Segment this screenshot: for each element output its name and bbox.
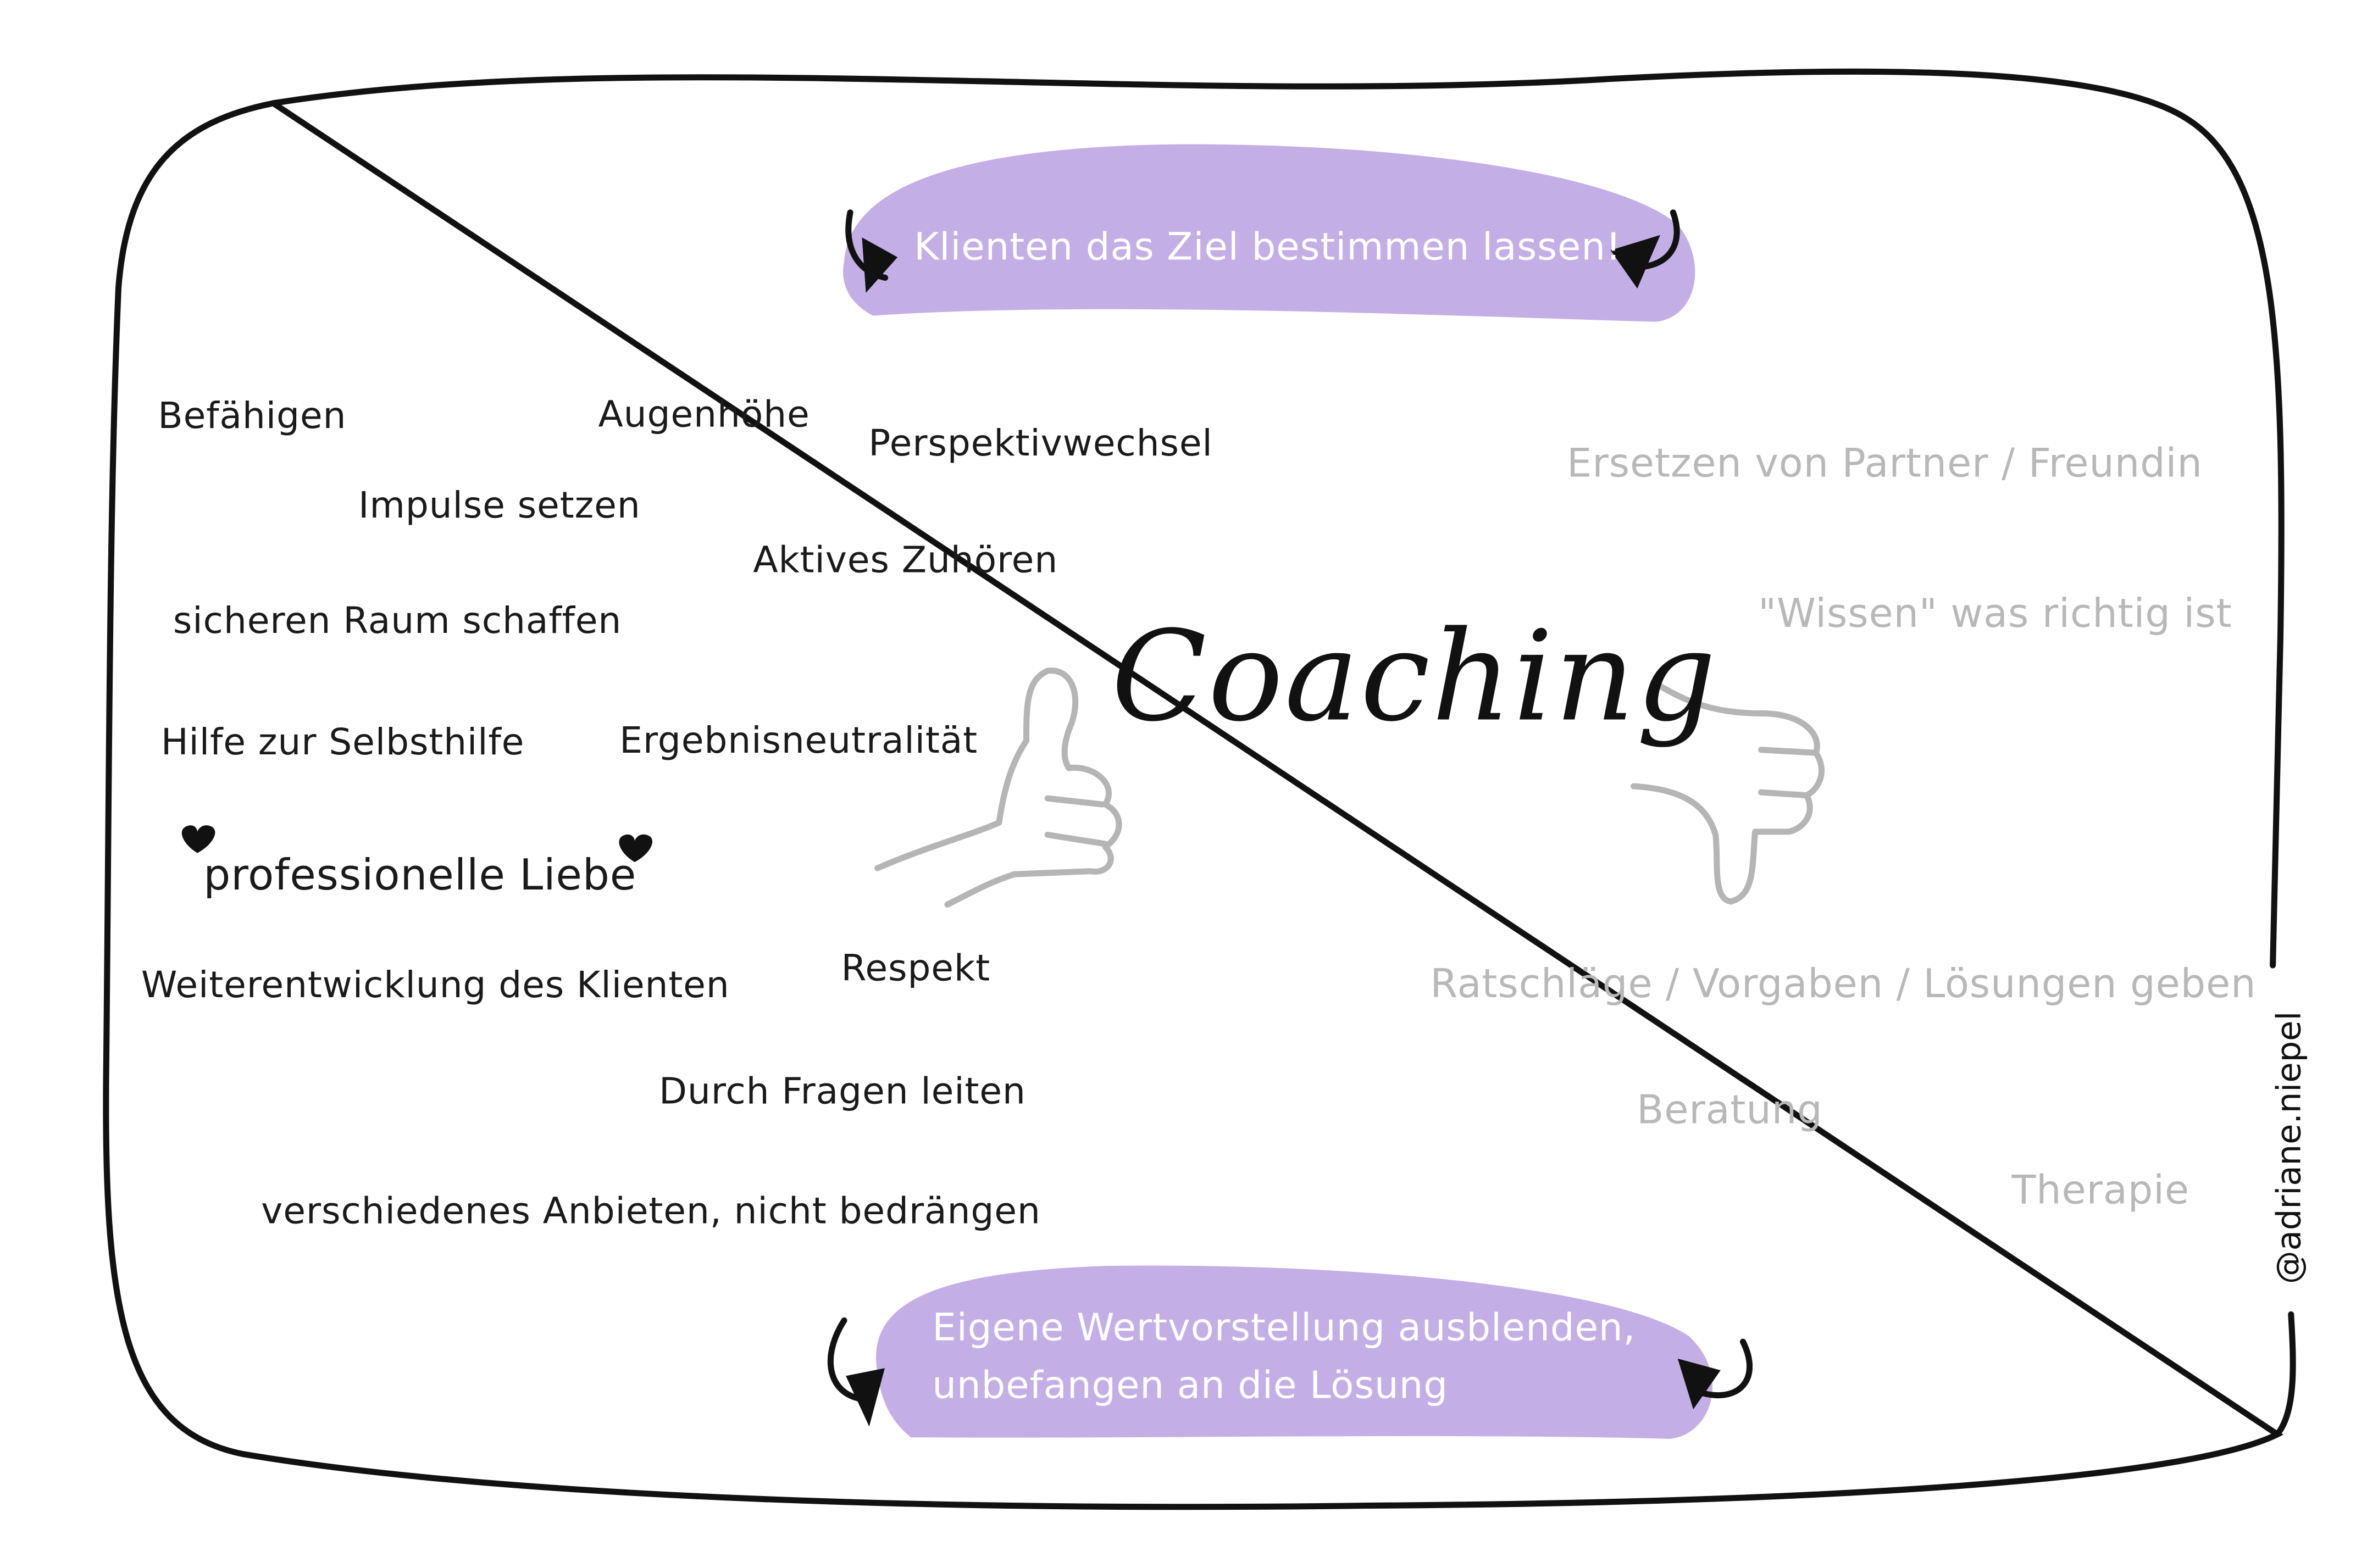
curved-arrow-icon: [827, 1317, 885, 1427]
bottom-banner-line-1: Eigene Wertvorstellung ausblenden,: [932, 1305, 1636, 1349]
negative-item: Ratschläge / Vorgaben / Lösungen geben: [1430, 962, 2257, 1008]
signature: @adriane.niepel: [2271, 1011, 2309, 1285]
positive-item: Augenhöhe: [598, 393, 810, 436]
positive-item: Hilfe zur Selbsthilfe: [160, 721, 525, 764]
curved-arrow-icon: [1677, 1338, 1753, 1410]
positive-item: verschiedenes Anbieten, nicht bedrängen: [261, 1189, 1041, 1233]
hand-drawn-frame: [103, 68, 2296, 1510]
central-title: Coaching: [1111, 605, 1718, 750]
heart-icon: [181, 825, 215, 853]
positive-item: Impulse setzen: [358, 484, 641, 527]
curved-arrow-icon: [845, 209, 898, 293]
bottom-banner-line-2: unbefangen an die Lösung: [932, 1363, 1448, 1407]
positive-item: Respekt: [841, 947, 990, 990]
positive-item: Befähigen: [158, 394, 347, 437]
negative-item: Ersetzen von Partner / Freundin: [1567, 441, 2203, 487]
positive-item: Weiterentwicklung des Klienten: [141, 964, 730, 1007]
heart-icon: [619, 834, 653, 863]
positive-item: Perspektivwechsel: [868, 422, 1213, 465]
positive-item: sicheren Raum schaffen: [173, 599, 622, 642]
top-banner-shape: [843, 144, 1695, 322]
negative-item: "Wissen" was richtig ist: [1758, 592, 2232, 638]
top-banner-text: Klienten das Ziel bestimmen lassen!: [914, 224, 1622, 269]
thumbs-up-icon: [874, 668, 1122, 908]
bottom-banner-shape: [876, 1265, 1713, 1439]
positive-item: Ergebnisneutralität: [619, 719, 978, 762]
positive-item: Durch Fragen leiten: [658, 1070, 1026, 1113]
negative-item: Beratung: [1637, 1088, 1823, 1134]
thumbs-down-icon: [1631, 680, 1825, 905]
negative-item: Therapie: [2011, 1169, 2189, 1215]
positive-item: professionelle Liebe: [203, 850, 637, 900]
positive-item: Aktives Zuhören: [753, 538, 1058, 582]
curved-arrow-icon: [1610, 209, 1680, 289]
